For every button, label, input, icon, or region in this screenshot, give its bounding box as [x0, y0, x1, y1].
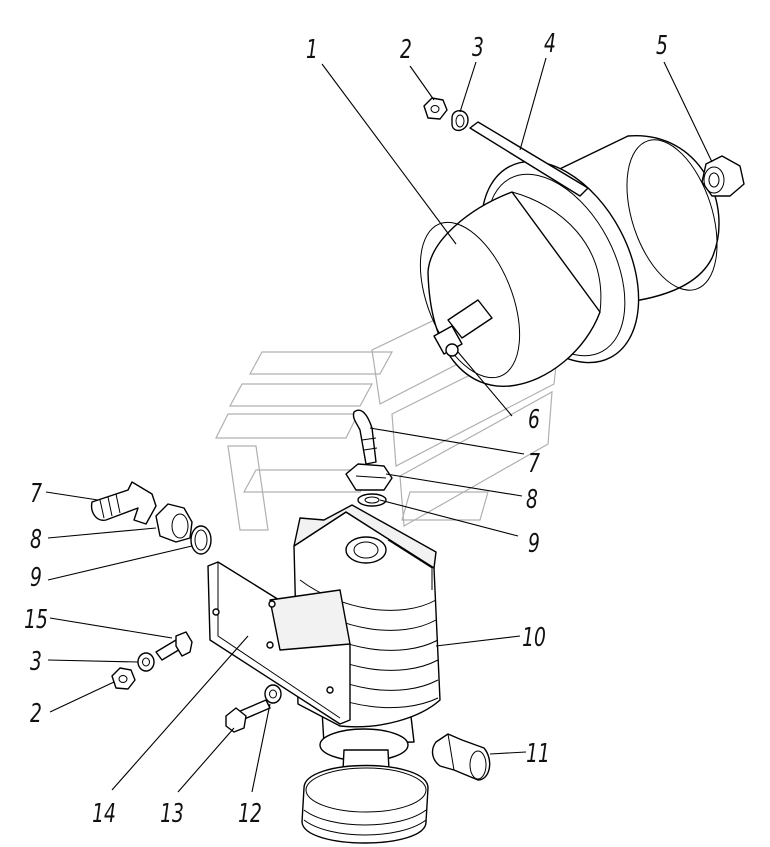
callout-15: 15	[24, 605, 48, 635]
callout-9-left: 9	[30, 563, 42, 593]
bolt-15	[155, 631, 193, 661]
callout-12: 12	[238, 799, 262, 829]
hex-nut-left	[111, 667, 136, 690]
union-nut-left	[155, 503, 193, 543]
plug-11	[431, 733, 491, 781]
callout-2-left: 2	[30, 699, 42, 729]
o-ring-left	[190, 525, 212, 555]
callout-9-right: 9	[528, 529, 540, 559]
mounting-plate	[207, 561, 351, 725]
air-cylinder	[419, 135, 720, 387]
callout-3-top: 3	[472, 33, 484, 63]
callout-11: 11	[526, 739, 550, 769]
washer-12	[264, 684, 282, 704]
callout-10: 10	[522, 623, 546, 653]
bent-fitting-right	[352, 409, 378, 465]
callout-7-left: 7	[30, 479, 42, 509]
callout-2-top: 2	[400, 35, 412, 65]
callout-4: 4	[544, 29, 556, 59]
callout-5: 5	[656, 31, 668, 61]
callout-labels: 1 2 3 4 5 6 7 8 9 7 8 9 10 15 3 2 11 14 …	[24, 29, 668, 829]
callout-8-left: 8	[30, 525, 42, 555]
union-nut-right	[345, 463, 393, 491]
callout-14: 14	[92, 799, 116, 829]
leader-lines	[45, 57, 713, 793]
hex-nut-top	[423, 97, 448, 120]
lock-washer-left	[137, 652, 155, 672]
cap-nut	[701, 155, 745, 197]
callout-8-right: 8	[526, 485, 538, 515]
finned-body	[293, 504, 441, 844]
rod	[469, 121, 589, 197]
callout-6: 6	[528, 405, 540, 435]
bolt-13	[225, 699, 271, 733]
elbow-fitting-left	[90, 481, 157, 525]
lock-washer-top	[451, 110, 469, 131]
callout-3-left: 3	[30, 647, 42, 677]
callout-1: 1	[306, 35, 318, 65]
washer-right	[357, 493, 387, 507]
callout-7-right: 7	[528, 449, 540, 479]
callout-13: 13	[160, 799, 184, 829]
